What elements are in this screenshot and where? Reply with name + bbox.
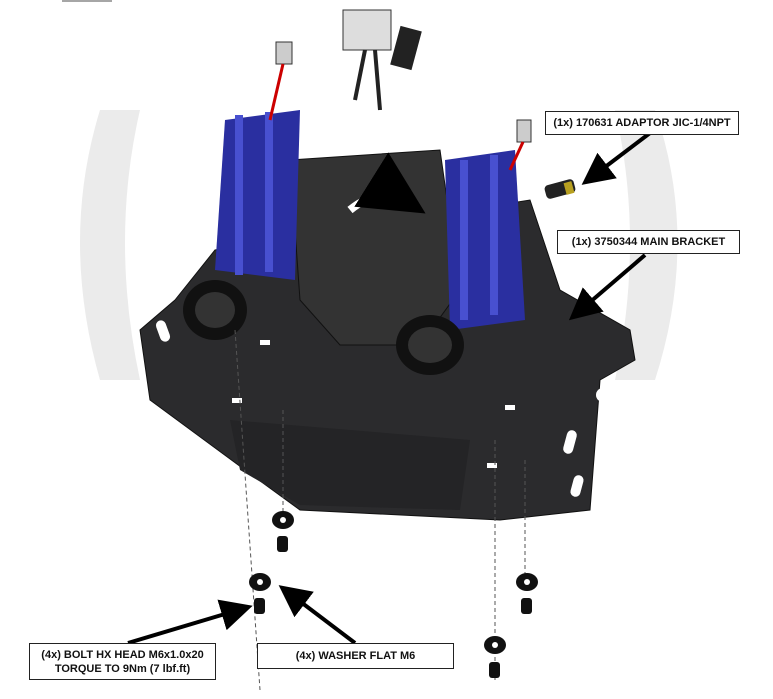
washers-and-bolts: [249, 511, 538, 678]
washer-callout-text: (4x) WASHER FLAT M6: [295, 650, 416, 662]
washer-callout: (4x) WASHER FLAT M6: [257, 643, 454, 669]
adaptor-callout-text: (1x) 170631 ADAPTOR JIC-1/4NPT: [553, 117, 731, 129]
bracket-callout-text: (1x) 3750344 MAIN BRACKET: [571, 236, 726, 248]
watermark-logo: [80, 110, 678, 380]
leader-arrows: [127, 131, 652, 645]
rotate-arrow-icon: [347, 152, 426, 214]
bolt-callout: (4x) BOLT HX HEAD M6x1.0x20 TORQUE TO 9N…: [29, 643, 216, 680]
bolt-callout-line2: TORQUE TO 9Nm (7 lbf.ft): [54, 662, 191, 675]
compressor-left: [183, 110, 300, 340]
adaptor-fitting: [544, 179, 576, 199]
bolt-callout-line1: (4x) BOLT HX HEAD M6x1.0x20: [41, 648, 204, 661]
bracket-callout: (1x) 3750344 MAIN BRACKET: [557, 230, 740, 254]
compressor-right: [396, 150, 525, 375]
adaptor-callout: (1x) 170631 ADAPTOR JIC-1/4NPT: [545, 111, 739, 135]
wiring-connectors: [268, 9, 532, 171]
